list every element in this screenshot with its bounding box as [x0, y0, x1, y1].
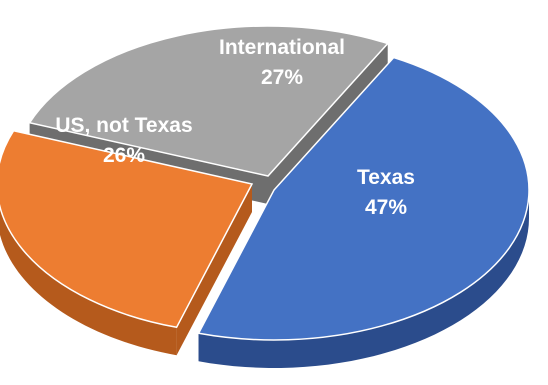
slice-label-percent: 47%	[365, 196, 407, 219]
pie-slice-texas	[197, 56, 530, 341]
pie-tops	[0, 25, 530, 341]
pie-wall-1-0	[176, 184, 252, 356]
slice-label-percent: 26%	[103, 144, 145, 167]
pie-slice-international	[28, 25, 390, 177]
slice-label-name: Texas	[357, 166, 415, 189]
slice-label-percent: 27%	[261, 66, 303, 89]
pie-side-1	[0, 206, 177, 356]
pie-side-0	[198, 190, 529, 368]
pie-slice-us-not-texas	[0, 129, 254, 329]
pie-labels: Texas 47% US, not Texas 26% International 27%	[55, 36, 415, 219]
slice-label-name: US, not Texas	[55, 114, 192, 137]
slice-label-name: International	[219, 36, 345, 59]
